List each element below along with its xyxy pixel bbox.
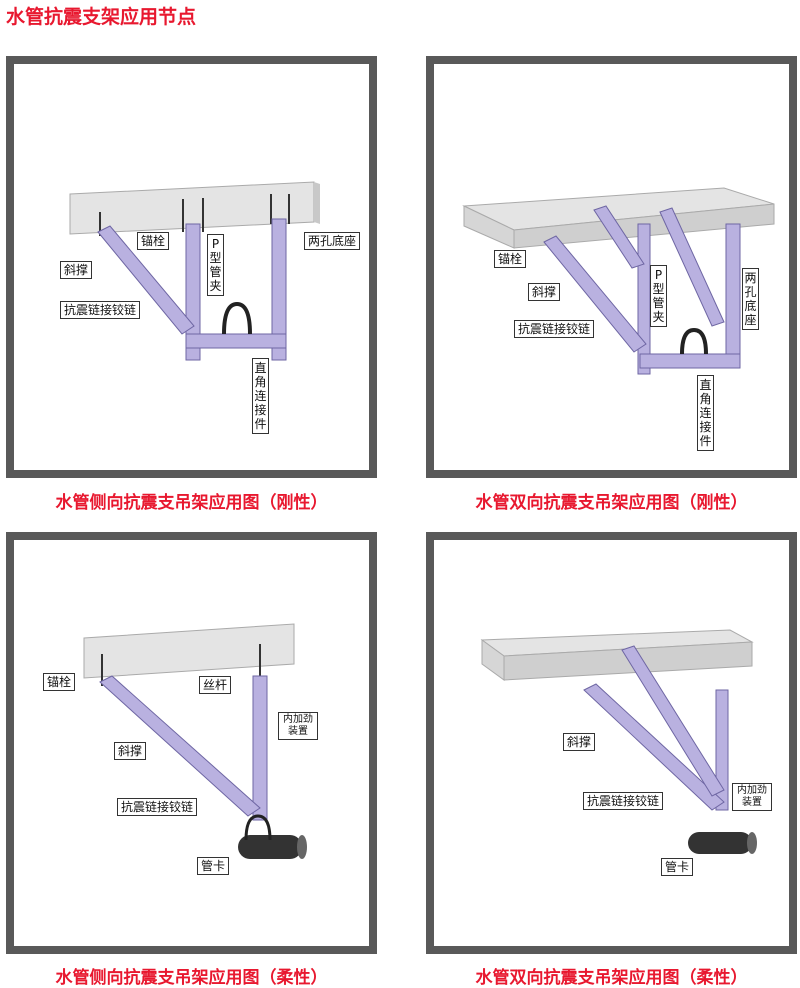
label-hinge: 抗震链接铰链 bbox=[117, 798, 198, 816]
p-clamp bbox=[680, 327, 708, 355]
diagonal-brace bbox=[593, 205, 645, 269]
p-clamp bbox=[222, 301, 252, 335]
label-brace: 斜撑 bbox=[60, 261, 93, 279]
lateral-flexible-diagram bbox=[83, 623, 307, 859]
concrete-slab bbox=[83, 623, 295, 679]
label-brace: 斜撑 bbox=[114, 742, 147, 760]
pipe-end bbox=[747, 832, 757, 854]
diagonal-brace bbox=[99, 675, 261, 817]
panel-bidirectional-rigid bbox=[426, 56, 797, 478]
label-p-clamp: P型管夹 bbox=[207, 234, 224, 296]
horizontal-channel bbox=[185, 333, 287, 349]
pipe bbox=[688, 832, 752, 854]
horizontal-channel bbox=[639, 353, 741, 369]
label-brace: 斜撑 bbox=[528, 283, 561, 301]
panel-lateral-flexible bbox=[6, 532, 377, 954]
bidirectional-flexible-diagram bbox=[480, 629, 757, 854]
label-base: 两孔底座 bbox=[304, 232, 361, 250]
label-rod: 丝杆 bbox=[199, 676, 232, 694]
diagonal-brace bbox=[583, 683, 725, 811]
label-anchor: 锚栓 bbox=[43, 673, 76, 691]
label-hinge: 抗震链接铰链 bbox=[583, 792, 664, 810]
caption-lateral-rigid: 水管侧向抗震支吊架应用图（刚性） bbox=[55, 493, 328, 513]
pipe-end bbox=[297, 835, 307, 859]
diagonal-brace bbox=[621, 645, 725, 797]
label-anchor: 锚栓 bbox=[137, 232, 170, 250]
lateral-rigid-diagram bbox=[69, 181, 320, 361]
label-p-clamp: P型管夹 bbox=[650, 265, 667, 327]
label-connector: 直角连接件 bbox=[697, 375, 714, 451]
diagonal-brace bbox=[659, 207, 725, 327]
label-connector: 直角连接件 bbox=[252, 358, 269, 434]
caption-bidirectional-rigid: 水管双向抗震支吊架应用图（刚性） bbox=[475, 493, 748, 513]
concrete-slab-side bbox=[314, 182, 320, 224]
vertical-channel bbox=[252, 675, 268, 821]
caption-lateral-flexible: 水管侧向抗震支吊架应用图（柔性） bbox=[55, 968, 328, 988]
diagonal-brace bbox=[97, 225, 195, 335]
caption-bidirectional-flexible: 水管双向抗震支吊架应用图（柔性） bbox=[475, 968, 748, 988]
label-pipe-clamp: 管卡 bbox=[661, 858, 694, 876]
concrete-slab-side bbox=[503, 641, 753, 681]
bidirectional-rigid-diagram bbox=[462, 187, 775, 375]
vertical-channel bbox=[637, 223, 651, 375]
label-pipe-clamp: 管卡 bbox=[197, 857, 230, 875]
label-brace: 斜撑 bbox=[563, 733, 596, 751]
label-stiffener: 内加劲装置 bbox=[732, 783, 772, 811]
panel-bidirectional-flexible bbox=[426, 532, 797, 954]
pipe-clamp-shape bbox=[244, 814, 272, 841]
pipe bbox=[238, 835, 302, 859]
vertical-channel bbox=[715, 689, 729, 811]
label-hinge: 抗震链接铰链 bbox=[60, 301, 141, 319]
label-anchor: 锚栓 bbox=[494, 250, 527, 268]
vertical-channel bbox=[271, 218, 287, 361]
label-hinge: 抗震链接铰链 bbox=[514, 320, 595, 338]
diagonal-brace bbox=[543, 235, 647, 353]
label-base: 两孔底座 bbox=[742, 268, 759, 330]
vertical-channel bbox=[725, 223, 741, 365]
page-title: 水管抗震支架应用节点 bbox=[6, 6, 197, 28]
label-stiffener: 内加劲装置 bbox=[278, 712, 318, 740]
